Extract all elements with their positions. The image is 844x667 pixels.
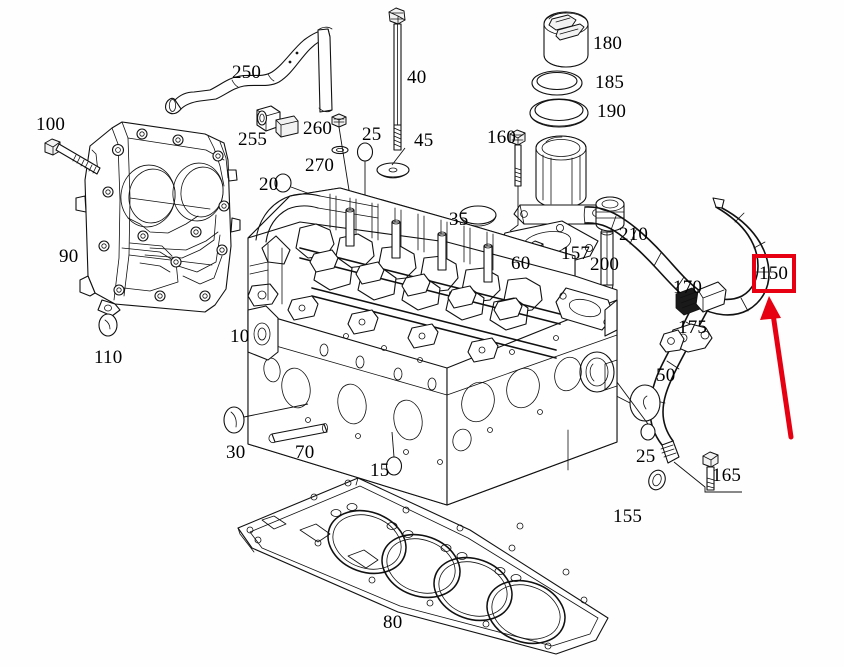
callout-250: 250 [232, 62, 262, 83]
part-155-seal [648, 469, 666, 491]
callout-100: 100 [36, 114, 66, 135]
coolant-pipe-lower-branch [649, 290, 715, 464]
part-90-timing-cover [75, 121, 241, 317]
part-260-nut [331, 113, 347, 128]
callout-45: 45 [414, 130, 434, 151]
callout-60: 60 [511, 253, 531, 274]
highlight-arrow [760, 296, 794, 440]
part-20-ring [274, 173, 292, 193]
callout-50: 50 [656, 365, 676, 386]
callout-25-bottom: 25 [636, 446, 656, 467]
callout-157: 157 [561, 243, 591, 264]
callout-10: 10 [230, 326, 250, 347]
part-185-oring-small [531, 70, 583, 96]
callout-270: 270 [305, 155, 335, 176]
callout-180: 180 [593, 33, 623, 54]
callout-80: 80 [383, 612, 403, 633]
part-30-seal-ring [223, 406, 245, 434]
part-50-core-plug [629, 384, 661, 422]
part-175-bracket [659, 323, 713, 353]
part-270-washer [331, 145, 349, 155]
callout-90: 90 [59, 246, 79, 267]
part-170-connector [675, 281, 727, 316]
callout-260: 260 [303, 118, 333, 139]
callout-170: 170 [673, 277, 703, 298]
callout-165: 165 [712, 465, 742, 486]
callout-190: 190 [597, 101, 627, 122]
part-45-washer [376, 162, 410, 179]
part-80-head-gasket [237, 477, 609, 655]
callout-40: 40 [407, 67, 427, 88]
callout-200: 200 [590, 254, 620, 275]
part-255-hose-clamp [256, 105, 299, 138]
callout-185: 185 [595, 72, 625, 93]
part-160-bolt [509, 129, 526, 187]
callout-160: 160 [487, 127, 517, 148]
callout-255: 255 [238, 129, 268, 150]
callout-210: 210 [619, 224, 649, 245]
highlight-box-150: 150 [752, 254, 796, 293]
part-100-bolt [44, 138, 101, 175]
callout-70: 70 [295, 442, 315, 463]
callout-175: 175 [678, 317, 708, 338]
callout-110: 110 [94, 347, 123, 368]
part-70-dowel-pin [268, 423, 328, 444]
callout-25-top: 25 [362, 124, 382, 145]
callout-155: 155 [613, 506, 643, 527]
callout-35: 35 [449, 209, 469, 230]
part-165-bolt [702, 451, 719, 491]
callout-30: 30 [226, 442, 246, 463]
part-40-long-bolt [388, 7, 406, 151]
part-35-seal-ring [459, 205, 497, 227]
part-25-ring-top [356, 142, 374, 162]
callout-150: 150 [759, 263, 789, 284]
callout-15: 15 [370, 460, 390, 481]
part-180-oil-filler-cap [543, 11, 589, 68]
engine-cylinder-head-block [247, 187, 618, 506]
part-25-ring-bottom [640, 423, 656, 441]
part-190-oring-large [529, 98, 589, 128]
part-110-ring [98, 313, 118, 337]
part-250-breather-hose [165, 26, 333, 115]
part-210-bush [595, 196, 625, 232]
callout-20: 20 [259, 174, 279, 195]
